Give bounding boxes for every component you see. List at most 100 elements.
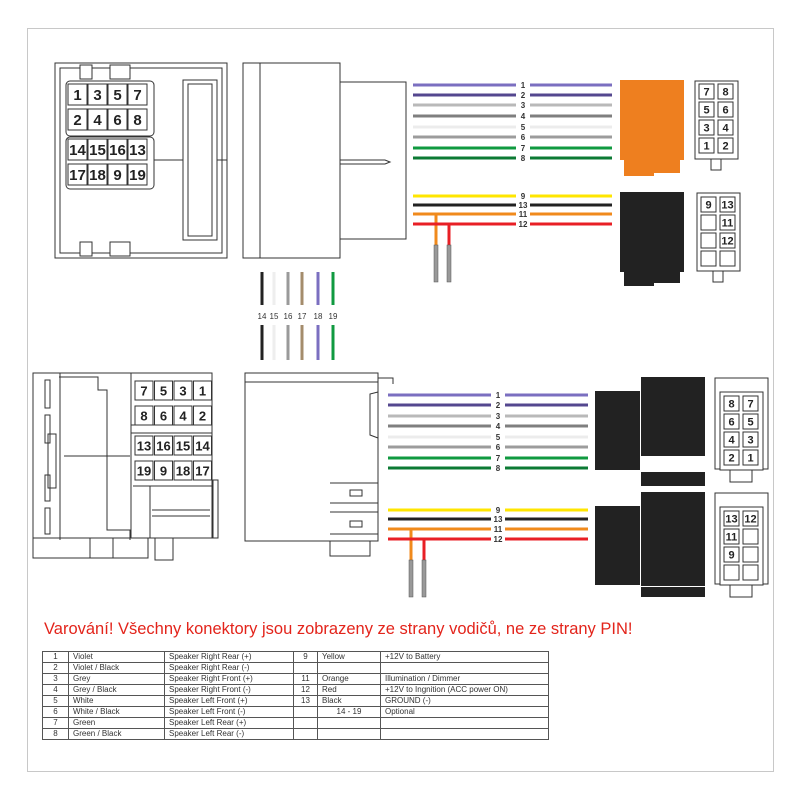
wire-label: 12 xyxy=(519,220,528,229)
pin-cell xyxy=(719,250,736,267)
pin-cell xyxy=(154,460,173,481)
wire-label: 11 xyxy=(519,210,528,219)
wire-label: 8 xyxy=(521,154,526,163)
pin-number: 1 xyxy=(747,452,753,464)
table-cell: 4 xyxy=(42,684,69,696)
table-cell: Speaker Right Rear (-) xyxy=(164,662,294,674)
table-cell xyxy=(293,728,318,740)
wire-label: 9 xyxy=(521,192,526,201)
pin-cell xyxy=(173,435,193,456)
table-cell xyxy=(293,662,318,674)
bottom-iso-power-block xyxy=(595,492,705,597)
pin-number: 14 xyxy=(195,439,210,454)
table-cell: 12 xyxy=(293,684,318,696)
table-cell: Optional xyxy=(380,706,549,718)
table-cell: Violet xyxy=(68,651,165,663)
pin-cell xyxy=(742,431,759,448)
pin-cell xyxy=(87,138,108,161)
pin-number: 7 xyxy=(747,398,753,410)
table-cell: Yellow xyxy=(317,651,381,663)
pin-cell xyxy=(67,83,88,106)
wire-label: 2 xyxy=(496,401,501,410)
pin-number: 7 xyxy=(703,86,709,98)
pin-number: 15 xyxy=(176,439,190,454)
bottom-connector-side xyxy=(244,372,394,557)
wire-label: 8 xyxy=(496,464,501,473)
pin-number: 3 xyxy=(747,434,753,446)
pin-cell xyxy=(127,163,148,186)
pin-number: 16 xyxy=(156,439,170,454)
pin-number: 17 xyxy=(195,464,209,479)
pin-number: 3 xyxy=(703,122,709,134)
pin-cell xyxy=(742,528,759,545)
wire-label: 14 xyxy=(258,312,267,321)
pin-cell xyxy=(700,232,717,249)
pin-cell xyxy=(742,395,759,412)
pin-number: 8 xyxy=(133,112,141,129)
frame xyxy=(27,28,774,772)
pin-cell xyxy=(698,101,715,118)
pin-cell xyxy=(154,380,173,401)
pin-number: 5 xyxy=(703,104,709,116)
pin-number: 2 xyxy=(722,140,728,152)
pin-cell xyxy=(700,250,717,267)
pin-cell xyxy=(154,405,173,426)
table-cell: 6 xyxy=(42,706,69,718)
pin-cell xyxy=(173,460,193,481)
pin-cell xyxy=(127,108,148,131)
pin-number: 7 xyxy=(133,87,141,104)
table-cell: Orange xyxy=(317,673,381,685)
table-cell: Speaker Left Rear (+) xyxy=(164,717,294,729)
table-cell xyxy=(317,728,381,740)
pin-cell xyxy=(698,83,715,100)
pin-number: 18 xyxy=(89,167,106,184)
pin-cell xyxy=(723,528,740,545)
pin-cell xyxy=(719,196,736,213)
pin-number: 13 xyxy=(129,142,146,159)
pin-cell xyxy=(742,449,759,466)
table-cell xyxy=(380,717,549,729)
wire-label: 7 xyxy=(496,454,501,463)
table-cell: Illumination / Dimmer xyxy=(380,673,549,685)
pin-cell xyxy=(723,431,740,448)
wire-label: 9 xyxy=(496,506,501,515)
pin-number: 2 xyxy=(73,112,81,129)
pin-number: 13 xyxy=(137,439,151,454)
table-cell: Violet / Black xyxy=(68,662,165,674)
pin-cell xyxy=(742,413,759,430)
pin-cell xyxy=(87,108,108,131)
pin-cell xyxy=(742,564,759,581)
pin-cell xyxy=(700,214,717,231)
pin-cell xyxy=(134,380,154,401)
pin-number: 13 xyxy=(725,513,737,525)
warning-text: Varování! Všechny konektory jsou zobraze… xyxy=(44,620,633,638)
pin-cell xyxy=(193,405,212,426)
wire-label: 19 xyxy=(329,312,338,321)
top-connector-side xyxy=(242,62,407,259)
pin-number: 1 xyxy=(199,384,206,399)
pin-number: 4 xyxy=(722,122,729,134)
pin-number: 6 xyxy=(160,409,167,424)
table-cell: 14 - 19 xyxy=(317,706,381,718)
pin-cell xyxy=(107,108,128,131)
pin-number: 6 xyxy=(728,416,734,428)
pin-cell xyxy=(723,546,740,563)
table-cell: +12V to Ingnition (ACC power ON) xyxy=(380,684,549,696)
wire-bend-12 xyxy=(405,537,426,560)
table-cell: White xyxy=(68,695,165,707)
table-cell: GROUND (-) xyxy=(380,695,549,707)
pin-cell xyxy=(723,564,740,581)
pin-number: 6 xyxy=(722,104,728,116)
table-cell: Black xyxy=(317,695,381,707)
wire-label: 3 xyxy=(521,101,526,110)
wire-label: 13 xyxy=(519,201,528,210)
table-cell: 5 xyxy=(42,695,69,707)
wire-label: 5 xyxy=(496,433,501,442)
pin-cell xyxy=(717,101,734,118)
